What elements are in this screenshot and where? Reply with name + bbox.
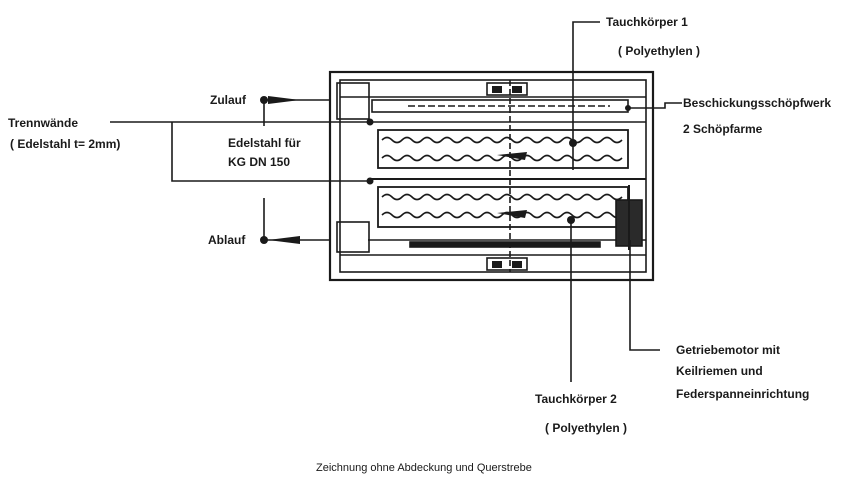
bearing-top (486, 82, 528, 96)
label-edelstahl-fuer: Edelstahl für (228, 136, 301, 150)
caption: Zeichnung ohne Abdeckung und Querstrebe (316, 462, 532, 474)
bearing-bottom (486, 257, 528, 271)
label-beschickung: Beschickungsschöpfwerk (683, 96, 832, 110)
label-tauchkoerper1: Tauchkörper 1 (606, 15, 688, 29)
rotor-wave-2a (381, 193, 623, 201)
leader-beschickung (628, 102, 682, 109)
label-ablauf: Ablauf (208, 233, 246, 247)
ablauf-arrow (268, 236, 300, 244)
label-tauchkoerper2-material: ( Polyethylen ) (545, 421, 628, 435)
tank-inner-wall (339, 79, 647, 273)
label-trennwaende: Trennwände (8, 116, 79, 130)
label-zulauf: Zulauf (210, 93, 246, 107)
outlet-box (336, 221, 370, 253)
label-getriebemotor-3: Federspanneinrichtung (676, 387, 810, 401)
label-kg-dn: KG DN 150 (228, 155, 291, 169)
leader-tauchkoerper1 (572, 21, 600, 170)
label-schoepfarme: 2 Schöpfarme (683, 122, 763, 136)
rotor-wave-2b (381, 211, 623, 219)
label-getriebemotor-2: Keilriemen und (676, 364, 763, 378)
inlet-box (336, 82, 370, 120)
ablauf-dot (260, 236, 268, 244)
rotor-body-2 (377, 186, 629, 228)
label-tauchkoerper1-material: ( Polyethylen ) (618, 44, 701, 58)
tank-outer-wall (328, 70, 655, 282)
zulauf-dot (260, 96, 268, 104)
label-trennwaende-material: ( Edelstahl t= 2mm) (10, 137, 121, 151)
leader-trennwaende-2 (171, 122, 370, 182)
zulauf-arrow (268, 96, 300, 104)
leader-getriebemotor (629, 240, 660, 351)
rotor-body-1 (377, 129, 629, 169)
rotor-wave-1b (381, 154, 623, 162)
label-getriebemotor-1: Getriebemotor mit (676, 343, 781, 357)
leader-ablauf (263, 198, 330, 241)
rotor-wave-1a (381, 136, 623, 144)
label-tauchkoerper2: Tauchkörper 2 (535, 392, 617, 406)
drive-bar (409, 241, 601, 248)
